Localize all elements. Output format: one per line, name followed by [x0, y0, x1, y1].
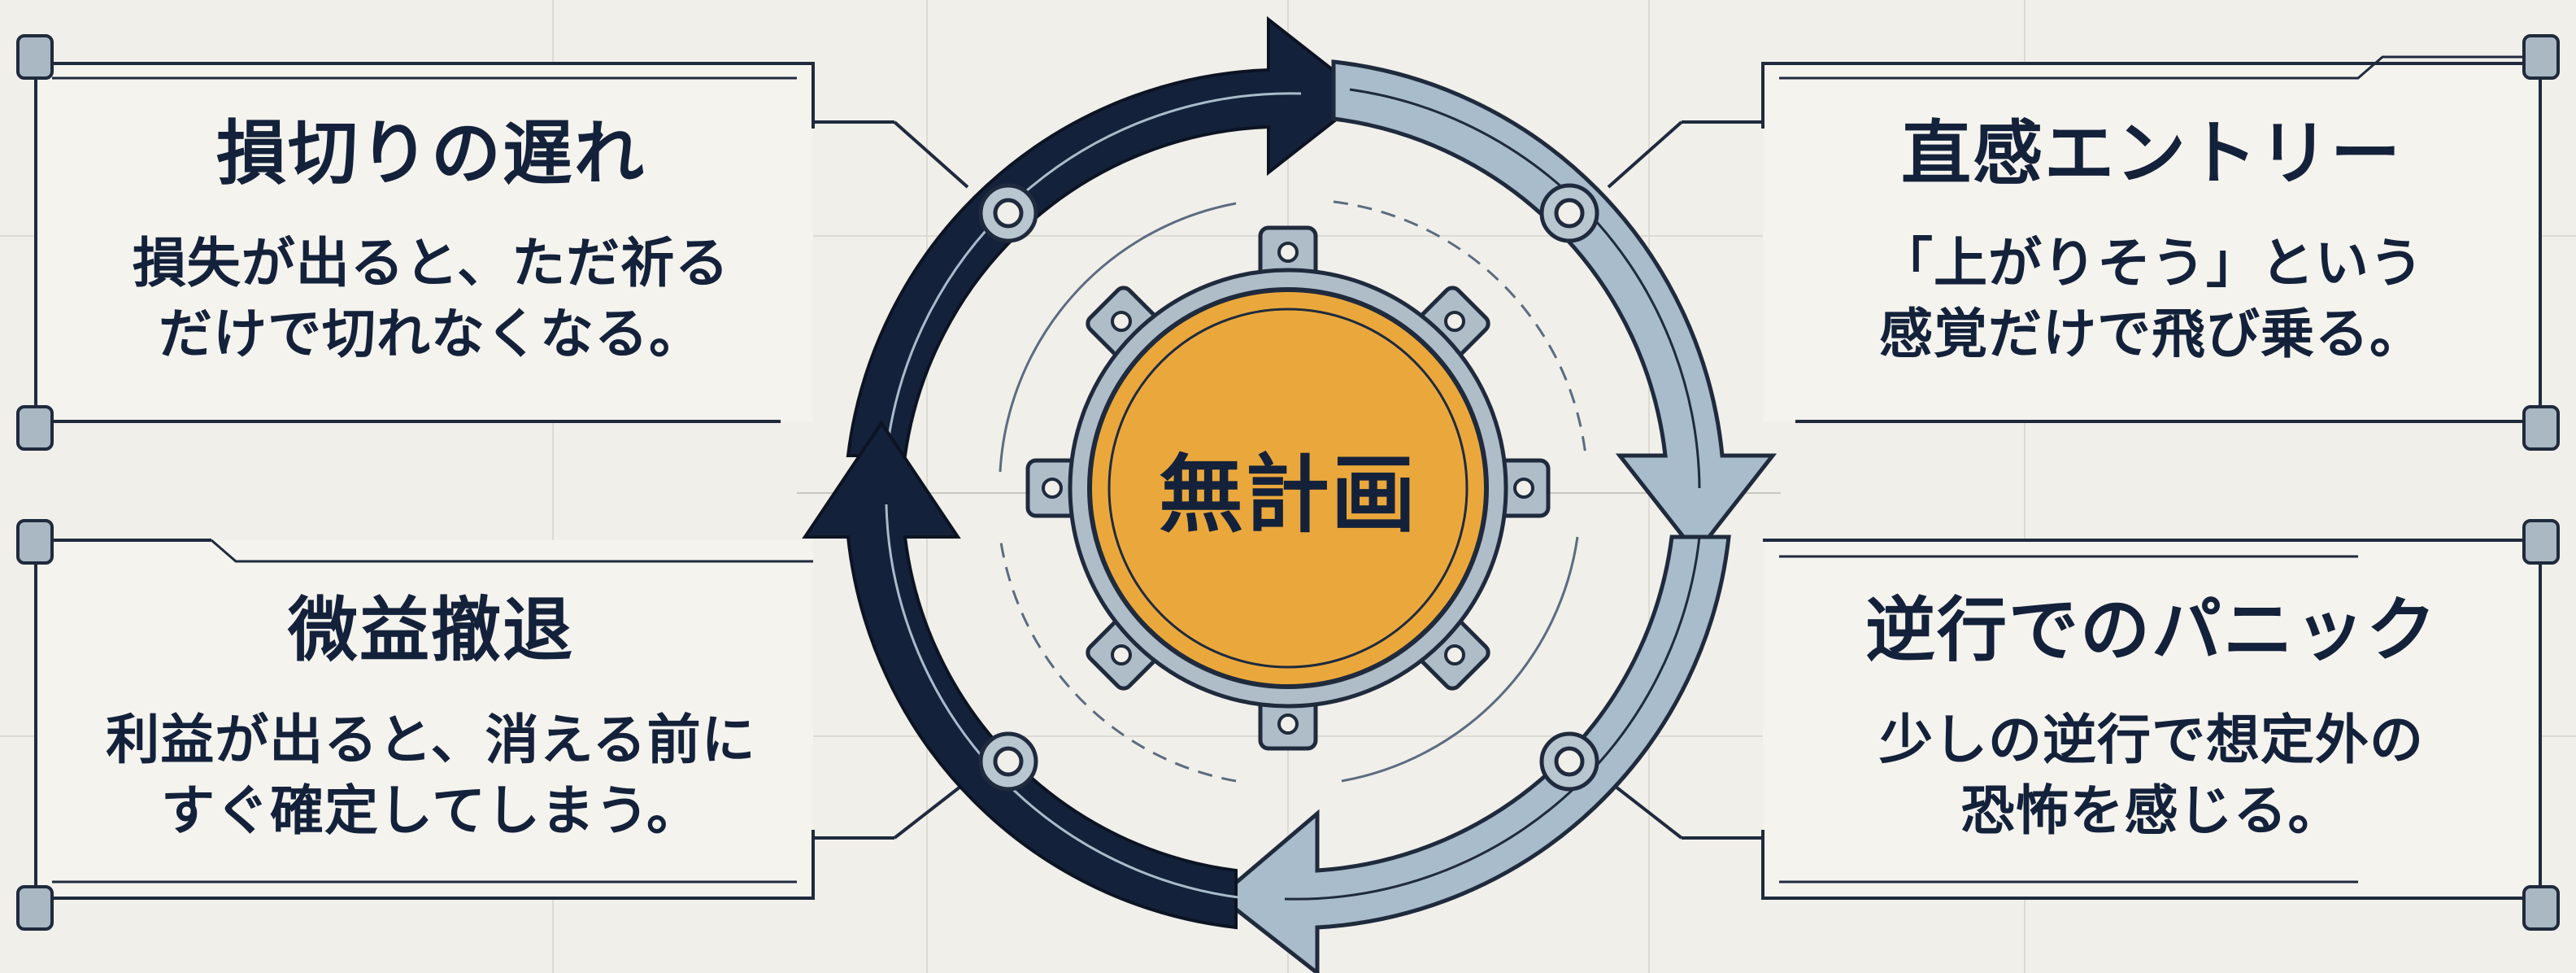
- inner-orbit-lines: [999, 200, 1587, 783]
- panel-body-line: 「上がりそう」という: [1879, 232, 2424, 295]
- panel-body-line: 少しの逆行で想定外の: [1879, 709, 2424, 772]
- panel-body: 少しの逆行で想定外の 恐怖を感じる。: [1879, 705, 2424, 846]
- panel-body: 利益が出ると、消える前に すぐ確定してしまう。: [106, 705, 755, 846]
- panel-bottom-left: 微益撤退 利益が出ると、消える前に すぐ確定してしまう。: [49, 540, 813, 898]
- panel-body-line: 利益が出ると、消える前に: [106, 709, 756, 772]
- panel-body-line: 恐怖を感じる。: [1960, 779, 2343, 843]
- arrow-steel-top-right: [1331, 59, 1778, 557]
- panel-frame-bottom-right: [1607, 519, 2560, 931]
- panel-body-line: 感覚だけで飛び乗る。: [1879, 303, 2424, 366]
- panel-title: 直感エントリー: [1901, 112, 2402, 194]
- panel-top-left: 損切りの遅れ 損失が出ると、ただ祈る だけで切れなくなる。: [49, 63, 813, 421]
- arrow-steel-bottom-right: [1216, 534, 1731, 973]
- panel-frame-top-left: [16, 34, 969, 451]
- panel-title: 逆行でのパニック: [1865, 589, 2438, 671]
- panel-bottom-right: 逆行でのパニック 少しの逆行で想定外の 恐怖を感じる。: [1769, 540, 2534, 898]
- center-label: 無計画: [1158, 444, 1417, 544]
- panel-title: 損切りの遅れ: [216, 112, 646, 194]
- panel-body-line: 損失が出ると、ただ祈る: [132, 232, 730, 295]
- panel-body-line: すぐ確定してしまう。: [160, 779, 702, 843]
- panel-top-right: 直感エントリー 「上がりそう」という 感覚だけで飛び乗る。: [1769, 63, 2534, 421]
- panel-body-line: だけで切れなくなる。: [159, 303, 703, 366]
- panel-body: 「上がりそう」という 感覚だけで飛び乗る。: [1879, 228, 2424, 369]
- arrow-navy-bottom-left: [802, 420, 1253, 930]
- panel-title: 微益撤退: [288, 589, 574, 671]
- panel-body: 損失が出ると、ただ祈る だけで切れなくなる。: [133, 228, 729, 369]
- arc-bolts: [978, 183, 1599, 792]
- panel-frame-bottom-left: [16, 519, 969, 931]
- gear-icon: [1025, 225, 1551, 751]
- panel-frame-top-right: [1607, 34, 2560, 451]
